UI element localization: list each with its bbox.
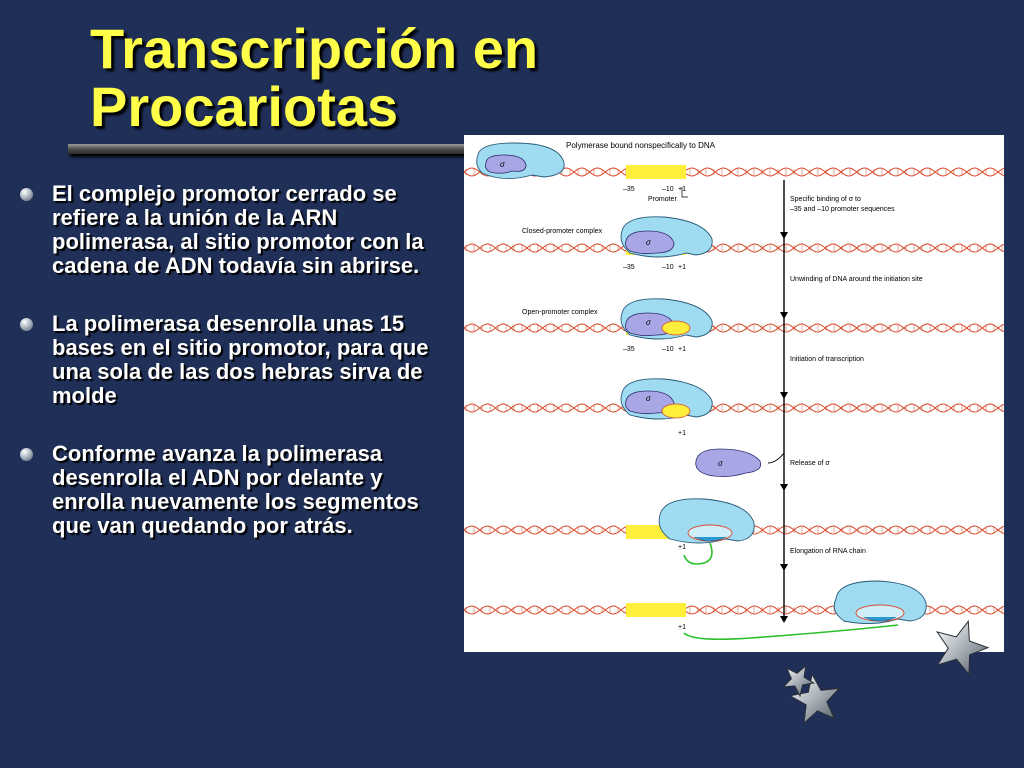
slide-title: Transcripción en Procariotas	[90, 20, 538, 136]
star-icon	[788, 672, 841, 725]
sigma-label: σ	[646, 238, 652, 247]
sigma-factor-shape	[485, 154, 527, 174]
title-line-2: Procariotas	[90, 75, 399, 138]
label-minus35: –35	[623, 346, 635, 353]
star-icon	[782, 664, 816, 698]
bullet-item: El complejo promotor cerrado se refiere …	[20, 182, 450, 278]
sigma-label: σ	[500, 160, 506, 169]
label-minus10: –10	[662, 186, 674, 193]
label-plus1: +1	[678, 346, 686, 353]
sigma-label: σ	[646, 394, 652, 403]
arrowhead-icon	[780, 312, 788, 319]
sigma-label: σ	[646, 318, 652, 327]
label-plus1: +1	[678, 430, 686, 437]
label-elongation: Elongation of RNA chain	[790, 548, 866, 555]
label-promoter: Promoter	[648, 196, 677, 203]
bullet-dot-icon	[20, 318, 33, 331]
title-underline	[68, 144, 588, 154]
released-sigma-shape	[695, 448, 762, 477]
rna-exit-shape	[693, 536, 727, 542]
label-unwinding: Unwinding of DNA around the initiation s…	[790, 276, 923, 283]
promoter-region	[626, 603, 686, 617]
transcription-bubble	[661, 320, 691, 336]
label-initiation: Initiation of transcription	[790, 356, 864, 363]
label-plus1: +1	[678, 624, 686, 631]
bullet-dot-icon	[20, 188, 33, 201]
title-line-1: Transcripción en	[90, 17, 539, 80]
arrowhead-icon	[780, 564, 788, 571]
release-arrow-icon	[767, 452, 785, 464]
star-icon	[935, 619, 990, 676]
transcription-bubble	[661, 403, 691, 419]
transcription-figure: Polymerase bound nonspecifically to DNA …	[464, 135, 1004, 652]
arrowhead-icon	[780, 616, 788, 623]
label-minus10: –10	[662, 264, 674, 271]
arrowhead-icon	[780, 392, 788, 399]
label-plus1: +1	[678, 264, 686, 271]
arrowhead-icon	[780, 232, 788, 239]
label-minus10: –10	[662, 346, 674, 353]
label-minus35: –35	[623, 264, 635, 271]
bullet-text: La polimerasa desenrolla unas 15 bases e…	[52, 311, 429, 408]
rna-chain	[683, 624, 899, 641]
rna-exit-shape	[863, 616, 897, 622]
sigma-label: σ	[718, 459, 724, 468]
label-closed-complex: Closed-promoter complex	[522, 228, 603, 235]
bullet-text: El complejo promotor cerrado se refiere …	[52, 181, 424, 278]
sigma-factor-shape	[625, 230, 675, 255]
promoter-arrow-icon	[681, 187, 688, 198]
bullet-item: La polimerasa desenrolla unas 15 bases e…	[20, 312, 450, 408]
dna-double-helix	[464, 403, 1004, 413]
bullet-item: Conforme avanza la polimerasa desenrolla…	[20, 442, 450, 538]
star-decoration	[782, 619, 990, 725]
rna-chain	[683, 542, 713, 565]
label-minus35: –35	[623, 186, 635, 193]
label-plus1: +1	[678, 544, 686, 551]
label-open-complex: Open-promoter complex	[522, 309, 598, 316]
label-release: Release of σ	[790, 460, 830, 467]
bullet-list: El complejo promotor cerrado se refiere …	[20, 182, 450, 572]
promoter-region	[626, 165, 686, 179]
label-specific-binding-2: –35 and –10 promoter sequences	[790, 206, 895, 213]
label-specific-binding-1: Specific binding of σ to	[790, 196, 861, 203]
bullet-text: Conforme avanza la polimerasa desenrolla…	[52, 441, 419, 538]
label-polymerase-bound: Polymerase bound nonspecifically to DNA	[566, 141, 716, 150]
bullet-dot-icon	[20, 448, 33, 461]
dna-double-helix	[464, 243, 1004, 253]
dna-double-helix	[464, 323, 1004, 333]
arrowhead-icon	[780, 484, 788, 491]
